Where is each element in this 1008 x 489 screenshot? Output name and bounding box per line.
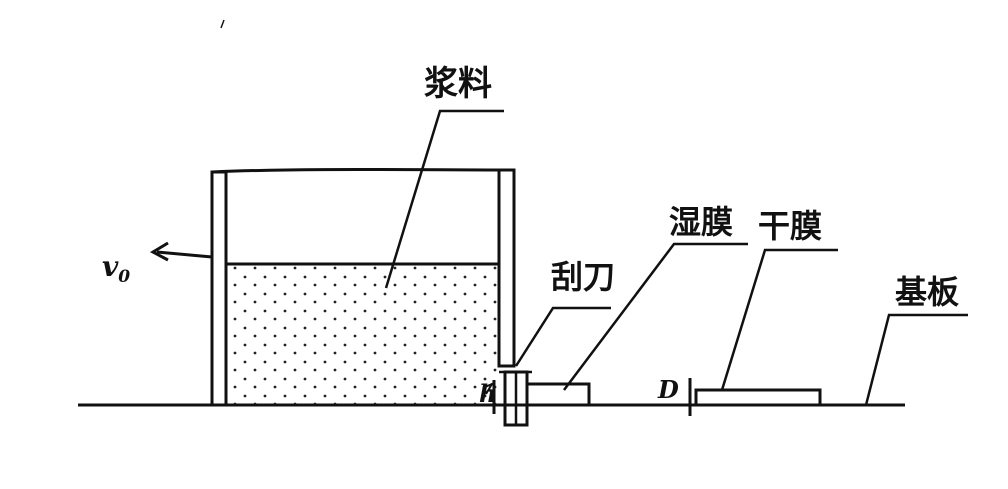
wet-thickness-arrow (482, 381, 495, 395)
velocity-arrow (149, 241, 213, 262)
reservoir-top-edge (211, 168, 515, 174)
wet-film-leader (563, 242, 748, 391)
blade-label: 刮刀 (551, 258, 615, 296)
wet-thickness-symbol: h (479, 379, 496, 408)
blade-leader (514, 306, 611, 367)
substrate-leader (864, 313, 968, 406)
dry-thickness-symbol: D (657, 375, 679, 404)
velocity-label: v0 (102, 250, 130, 287)
slurry-leader (384, 109, 504, 289)
slurry-body (227, 264, 498, 404)
dry-film-label: 干膜 (758, 207, 822, 245)
slurry-reservoir (210, 168, 516, 407)
slurry-label: 浆料 (424, 64, 492, 104)
stray-mark (220, 19, 225, 29)
substrate-label: 基板 (895, 273, 959, 311)
wet-film-label: 湿膜 (669, 203, 733, 241)
reservoir-left-wall (210, 170, 228, 407)
wet-film (525, 382, 591, 407)
reservoir-right-wall (497, 168, 516, 368)
dry-film-leader (720, 248, 838, 391)
dry-film (694, 388, 822, 407)
